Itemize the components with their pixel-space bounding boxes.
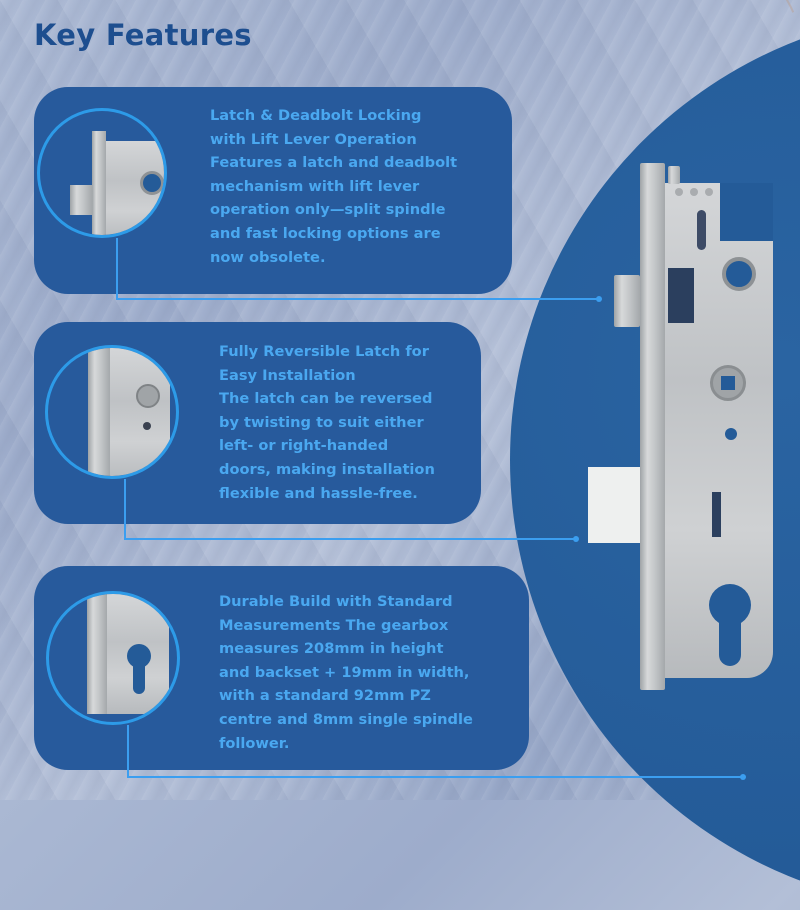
feature-text-2: Fully Reversible Latch for Easy Installa… [219, 343, 435, 502]
thumb-cylinder-cutout-bottom [133, 658, 145, 694]
thumb-follower [136, 384, 160, 408]
rivet [690, 188, 698, 196]
feature-text-1: Latch & Deadbolt Locking with Lift Lever… [210, 107, 458, 266]
feature-thumb-latch-deadbolt [37, 108, 167, 238]
connector-line [116, 298, 600, 300]
thumb-latch [70, 185, 92, 215]
case-notch [720, 183, 773, 241]
spindle-follower [710, 365, 746, 401]
latch-window [668, 268, 694, 323]
top-tab [668, 166, 680, 184]
case-slot [697, 210, 706, 250]
small-hole [725, 428, 737, 440]
connector-dot [573, 536, 579, 542]
thumb-hole [143, 422, 151, 430]
lever-hole [722, 257, 756, 291]
deadbolt [588, 467, 640, 543]
feature-thumb-euro-cylinder [46, 591, 180, 725]
page-title: Key Features [34, 18, 252, 52]
product-image-gearbox [588, 163, 773, 690]
rivet [675, 188, 683, 196]
thumb-hole [140, 171, 164, 195]
connector-line [116, 238, 118, 299]
feature-thumb-reversible-latch [45, 345, 179, 479]
connector-dot [740, 774, 746, 780]
thumb-forend [88, 348, 110, 476]
euro-cylinder-cutout-bottom [719, 610, 741, 666]
connector-dot [596, 296, 602, 302]
thumb-forend [87, 594, 107, 714]
connector-line [127, 776, 743, 778]
latch-bolt [614, 275, 640, 327]
vertical-slot [712, 492, 721, 537]
connector-line [124, 538, 576, 540]
square-spindle-hole [721, 376, 735, 390]
forend-bar [640, 163, 665, 690]
rivet [705, 188, 713, 196]
thumb-forend [92, 131, 106, 235]
connector-line [124, 479, 126, 538]
thumb-case [110, 348, 170, 476]
connector-line [127, 725, 129, 777]
feature-text-3: Durable Build with Standard Measurements… [219, 593, 473, 752]
